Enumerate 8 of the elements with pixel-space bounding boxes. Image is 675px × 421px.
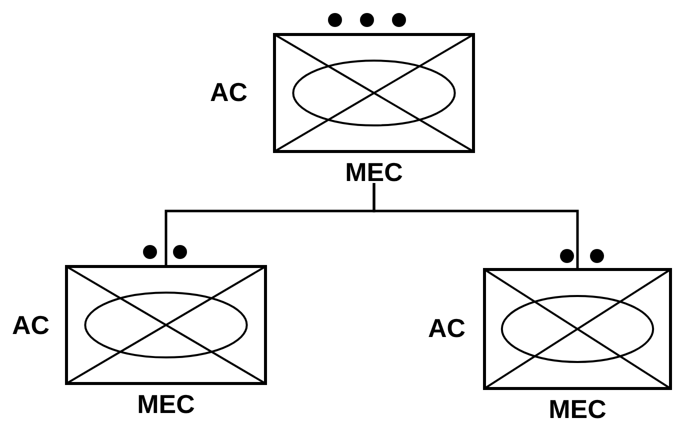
unit-label: AC (428, 312, 466, 344)
unit-label: MEC (345, 157, 403, 187)
unit-label: MEC (137, 389, 195, 419)
unit-label: AC (12, 309, 50, 341)
connector-line (372, 183, 579, 268)
unit-symbol (483, 268, 672, 421)
unit-label: MEC (548, 394, 606, 421)
unit-label: AC (210, 76, 248, 108)
